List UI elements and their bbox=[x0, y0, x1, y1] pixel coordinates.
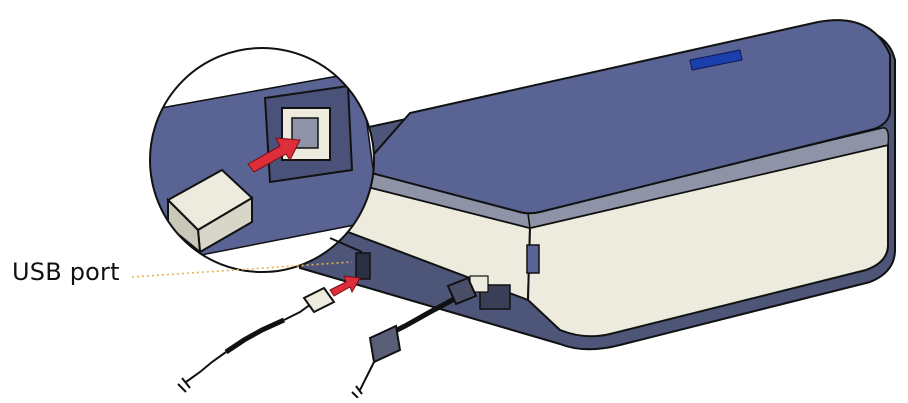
usb-port-leader-line bbox=[131, 261, 353, 278]
scanner-lid-rim-right bbox=[527, 127, 890, 229]
power-cable-adapter bbox=[368, 324, 402, 364]
scanner-right-face bbox=[526, 143, 889, 338]
usb-cable-plug bbox=[302, 286, 336, 314]
rear-usb-port bbox=[355, 252, 371, 280]
inset-insert-arrow bbox=[247, 137, 301, 173]
scanner bbox=[299, 19, 896, 351]
inset-usb-plug bbox=[166, 168, 254, 255]
scanner-lid bbox=[358, 19, 891, 215]
scanner-logo-badge bbox=[689, 49, 743, 71]
power-cable-icon bbox=[351, 276, 478, 399]
plug-arrow-icon bbox=[329, 275, 361, 297]
magnified-inset bbox=[149, 47, 375, 273]
scanner-side-button bbox=[526, 244, 540, 274]
inset-pointer bbox=[329, 237, 363, 253]
power-cable-plug bbox=[446, 276, 478, 306]
usb-port-label: USB port bbox=[12, 258, 120, 286]
usb-cable-icon bbox=[177, 286, 336, 393]
